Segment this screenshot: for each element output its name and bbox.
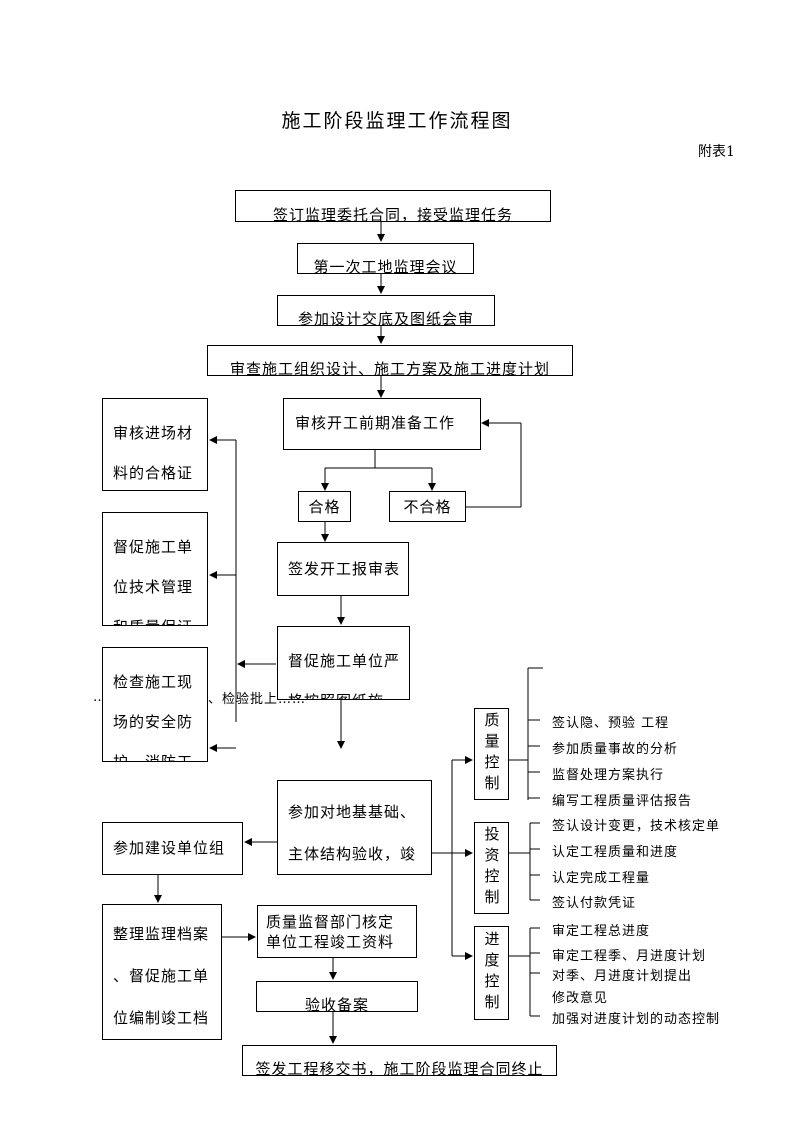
side-tech-line-1: 督促施工单 (113, 538, 194, 556)
step-quality-dept-check: 质量监督部门核定 单位工程竣工资料 (257, 905, 417, 958)
appendix-label: 附表1 (698, 144, 735, 160)
step-archive-line-1: 整理监理档案 (113, 925, 210, 943)
quality-item-1: 签认隐、预验 工程 (552, 716, 670, 731)
step-supervise-construction: 督促施工单位严 格按照图纸施…… (277, 626, 410, 700)
step-filing-text: 验收备案 (304, 996, 369, 1012)
step-first-meeting: 第一次工地监理会议 (297, 243, 474, 274)
step-filing: 验收备案 (256, 981, 418, 1012)
side-safety-line-1: 检查施工现 (113, 673, 194, 691)
quality-item-3: 监督处理方案执行 (552, 768, 665, 783)
step-archive-line-2: 、督促施工单 (113, 967, 210, 985)
investment-item-3: 认定完成工程量 (552, 871, 651, 886)
decision-fail: 不合格 (389, 491, 466, 522)
control-quality: 质量控制 (474, 708, 509, 800)
step-acceptance-line-2: 主体结构验收，竣 (288, 845, 417, 863)
step-quality-dept-line-2: 单位工程竣工资料 (266, 933, 395, 951)
schedule-item-1: 审定工程总进度 (552, 924, 651, 939)
side-safety-line-3: 护、消防工 (113, 753, 194, 762)
side-safety-line-2: 场的安全防 (113, 713, 194, 731)
step-sign-contract: 签订监理委托合同，接受监理任务 (235, 190, 551, 222)
control-investment-label: 投资控制 (482, 826, 501, 910)
step-prep-review: 审核开工前期准备工作 (283, 398, 481, 450)
schedule-item-2: 审定工程季、月进度计划 (552, 949, 707, 964)
side-overflow-right: 、检验批上…… (208, 692, 307, 707)
side-tech-management: 督促施工单 位技术管理 和质量保证 (102, 512, 208, 626)
control-quality-label: 质量控制 (482, 712, 501, 796)
step-design-review-text: 参加设计交底及图纸会审 (297, 310, 474, 326)
side-tech-line-2: 位技术管理 (113, 578, 194, 596)
step-design-review: 参加设计交底及图纸会审 (277, 295, 495, 326)
schedule-item-5: 加强对进度计划的动态控制 (552, 1012, 721, 1027)
side-material-cert: 审核进场材 料的合格证 (102, 398, 208, 491)
investment-item-4: 签认付款凭证 (552, 896, 637, 911)
quality-item-4: 编写工程质量评估报告 (552, 794, 693, 809)
step-join-owner-text: 参加建设单位组 (113, 839, 226, 857)
step-first-meeting-text: 第一次工地监理会议 (313, 258, 458, 274)
step-handover: 签发工程移交书，施工阶段监理合同终止 (242, 1045, 557, 1076)
step-prep-review-text: 审核开工前期准备工作 (295, 414, 456, 432)
decision-pass-text: 合格 (308, 498, 341, 516)
step-structure-acceptance: 参加对地基基础、 主体结构验收，竣 (277, 780, 432, 875)
decision-fail-text: 不合格 (403, 498, 452, 516)
step-handover-text: 签发工程移交书，施工阶段监理合同终止 (255, 1060, 544, 1076)
schedule-item-4: 修改意见 (552, 991, 609, 1006)
control-investment: 投资控制 (474, 822, 509, 914)
quality-item-2: 参加质量事故的分析 (552, 742, 679, 757)
control-schedule-label: 进度控制 (482, 931, 501, 1015)
control-schedule: 进度控制 (474, 926, 509, 1020)
step-sign-contract-text: 签订监理委托合同，接受监理任务 (272, 206, 513, 222)
step-supervise-line-1: 督促施工单位严 (288, 652, 401, 670)
schedule-item-3: 对季、月进度计划提出 (552, 969, 693, 984)
step-start-report: 签发开工报审表 (277, 542, 409, 596)
step-archive-line-3: 位编制竣工档 (113, 1009, 210, 1027)
step-start-report-text: 签发开工报审表 (288, 560, 401, 578)
step-acceptance-line-1: 参加对地基基础、 (288, 803, 417, 821)
step-supervise-line-2: 格按照图纸施…… (288, 681, 409, 699)
side-tech-line-3: 和质量保证 (113, 607, 197, 625)
step-archive: 整理监理档案 、督促施工单 位编制竣工档 (102, 904, 222, 1040)
side-material-line-1: 审核进场材 (113, 424, 194, 442)
step-review-plan-text: 审查施工组织设计、施工方案及施工进度计划 (229, 360, 550, 376)
decision-pass: 合格 (298, 491, 351, 522)
side-material-line-2: 料的合格证 (113, 464, 194, 482)
side-site-safety: 检查施工现 场的安全防 护、消防工 (102, 647, 208, 762)
step-join-owner: 参加建设单位组 (102, 822, 243, 875)
investment-item-2: 认定工程质量和进度 (552, 845, 679, 860)
step-review-plan: 审查施工组织设计、施工方案及施工进度计划 (207, 345, 573, 376)
step-quality-dept-line-1: 质量监督部门核定 (266, 913, 395, 931)
page-title: 施工阶段监理工作流程图 (281, 110, 513, 132)
investment-item-1: 签认设计变更，技术核定单 (552, 819, 721, 834)
